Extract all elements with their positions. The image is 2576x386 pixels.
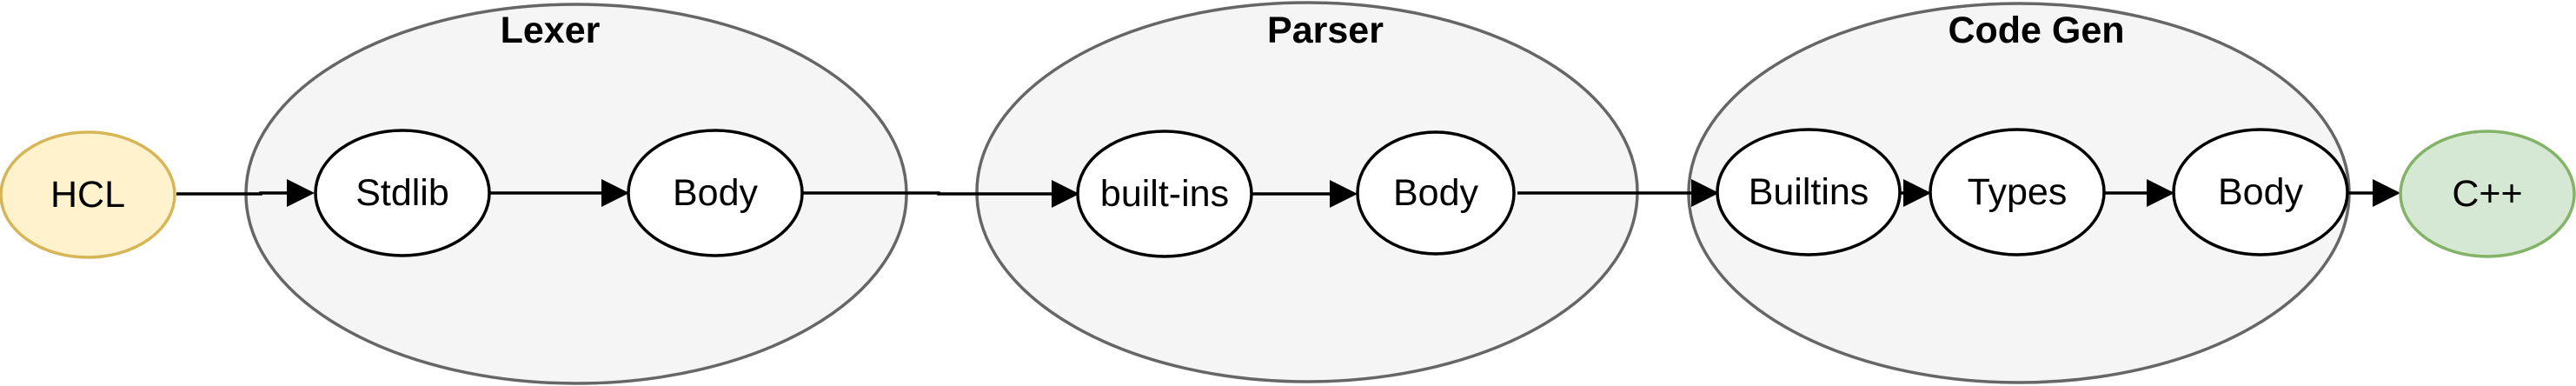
codegen-body-node-ellipse bbox=[2172, 128, 2349, 256]
codegen-builtins-node-ellipse bbox=[1716, 128, 1902, 256]
cpp-node-label: C++ bbox=[2452, 173, 2522, 215]
lexer-stdlib-node-label: Stdlib bbox=[355, 172, 449, 214]
node-lexer-body: Body bbox=[627, 129, 804, 257]
codegen-body-node-label: Body bbox=[2218, 171, 2304, 213]
arrowhead-parser-body bbox=[1330, 180, 1358, 208]
node-parser-body: Body bbox=[1356, 130, 1516, 256]
codegen-types-node-label: Types bbox=[1968, 171, 2068, 213]
edge-lexer-body-to-builtins bbox=[801, 191, 1052, 196]
node-lexer-stdlib: Stdlib bbox=[314, 129, 491, 257]
parser-group-title: Parser bbox=[1267, 10, 1384, 51]
arrowhead-cpp bbox=[2373, 179, 2400, 207]
arrowhead-stdlib bbox=[287, 179, 315, 207]
codegen-group-title: Code Gen bbox=[1948, 10, 2124, 51]
node-hcl: HCL bbox=[0, 130, 176, 259]
group-parser: Parser bbox=[975, 1, 1639, 383]
hcl-node-ellipse bbox=[0, 130, 176, 259]
node-cpp: C++ bbox=[2399, 130, 2576, 258]
arrowhead-lexer-body bbox=[601, 179, 629, 207]
arrowhead-codegen-body bbox=[2147, 179, 2174, 207]
parser-builtins-node-ellipse bbox=[1076, 130, 1253, 258]
codegen-builtins-node-label: Builtins bbox=[1749, 171, 1869, 213]
edges bbox=[176, 179, 2400, 208]
edge-hcl-to-stdlib bbox=[176, 191, 287, 196]
codegen-types-node-ellipse bbox=[1929, 128, 2106, 256]
lexer-stdlib-node-ellipse bbox=[314, 129, 491, 257]
lexer-body-node-label: Body bbox=[673, 172, 759, 214]
lexer-group-title: Lexer bbox=[501, 10, 601, 51]
hcl-node-label: HCL bbox=[50, 174, 125, 216]
arrowhead-codegen-builtins bbox=[1691, 179, 1719, 207]
parser-builtins-node-label: built-ins bbox=[1100, 173, 1229, 215]
parser-body-node-label: Body bbox=[1393, 172, 1479, 214]
arrowhead-types bbox=[1903, 179, 1931, 207]
cpp-node-ellipse bbox=[2399, 130, 2576, 258]
node-codegen-builtins: Builtins bbox=[1716, 128, 1902, 256]
node-codegen-types: Types bbox=[1929, 128, 2106, 256]
node-parser-builtins: built-ins bbox=[1076, 130, 1253, 258]
parser-body-node-ellipse bbox=[1356, 130, 1516, 256]
arrowhead-builtins bbox=[1052, 180, 1079, 208]
lexer-body-node-ellipse bbox=[627, 129, 804, 257]
node-codegen-body: Body bbox=[2172, 128, 2349, 256]
